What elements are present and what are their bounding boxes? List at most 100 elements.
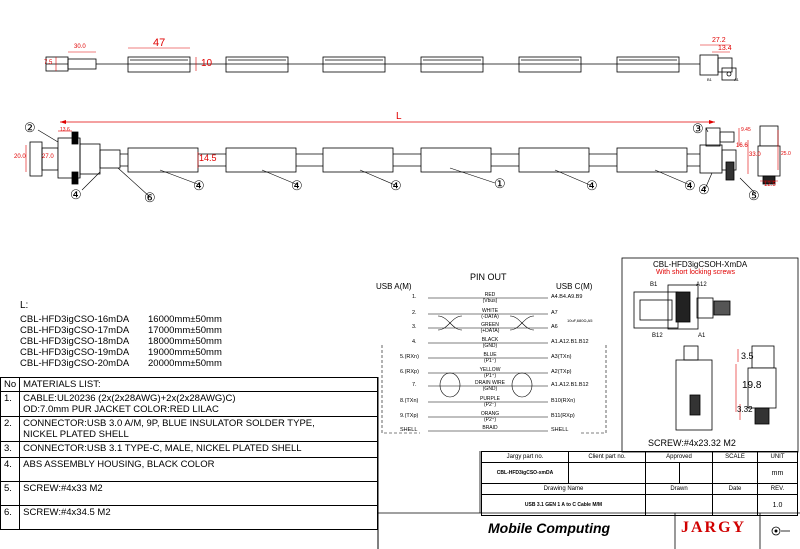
dim-c-h1: 16.6 (736, 143, 748, 149)
dim-c-width: 27.2 (712, 37, 726, 44)
length-value: 16000mm±50mm (148, 314, 222, 325)
tb-rev-value: 1.0 (757, 494, 798, 516)
top-segment (322, 56, 386, 73)
pin-left: SHELL (400, 427, 418, 433)
materials-text: CONNECTOR:USB 3.1 TYPE-C, MALE, NICKEL P… (19, 441, 378, 458)
materials-row: 3.CONNECTOR:USB 3.1 TYPE-C, MALE, NICKEL… (0, 441, 378, 458)
pin-left: 7. (412, 382, 417, 388)
cable-segment (616, 147, 688, 173)
materials-no: 1. (0, 391, 21, 417)
pin-right: B10(RXn) (551, 398, 576, 404)
tb-unit-value: mm (757, 462, 798, 484)
pin-left: 3. (412, 324, 417, 330)
detail-connector-side (675, 345, 777, 431)
callout-4a: ④ (70, 187, 82, 202)
materials-table: No MATERIALS LIST: 1.CABLE:UL20236 (2x(2… (0, 377, 378, 530)
cable-segment (420, 147, 492, 173)
top-segment (616, 56, 680, 73)
callout-4g: ④ (698, 182, 710, 197)
materials-header-title: MATERIALS LIST: (19, 377, 378, 392)
tb-date-value (712, 494, 758, 516)
tb-date-label: Date (712, 483, 758, 495)
materials-text: CABLE:UL20236 (2x(2x28AWG)+2x(2x28AWG)C)… (19, 391, 378, 417)
cable-segment (225, 147, 297, 173)
pinout-left-head: USB A(M) (376, 282, 412, 291)
length-value: 18000mm±50mm (148, 336, 222, 347)
materials-row: 2.CONNECTOR:USB 3.0 A/M, 9P, BLUE INSULA… (0, 416, 378, 442)
detail-b1: B1 (650, 282, 658, 288)
materials-no: 3. (0, 441, 21, 458)
callout-4b: ④ (193, 178, 205, 193)
callout-5: ⑤ (748, 188, 760, 203)
tb-drawing-name-label: Drawing Name (481, 483, 646, 495)
title-block: Jargy part no. Client part no. Approved … (481, 451, 798, 516)
materials-no: 4. (0, 457, 21, 482)
usb-c-connector (699, 127, 737, 181)
top-plug (45, 56, 97, 72)
pinout-right-head: USB C(M) (556, 282, 593, 291)
pin-signal: WHITE (-DATA) (481, 308, 499, 320)
materials-header-row: No MATERIALS LIST: (0, 377, 378, 392)
usb-a-connector (29, 131, 121, 185)
detail-dim-2: 19.8 (742, 380, 762, 391)
pin-left: 5.(RXn) (400, 354, 419, 360)
length-part-number: CBL-HFD3igCSO-18mDA (20, 336, 130, 347)
dim-a-width: 13.6 (60, 127, 70, 133)
detail-b12: B12 (652, 333, 663, 339)
pin-signal: BLUE (P1⁻) (483, 352, 497, 364)
callout-3: ③ (692, 121, 704, 136)
cable-segment (322, 147, 394, 173)
callout-2: ② (24, 120, 36, 135)
pin-right: A7 (551, 310, 558, 316)
pin-right: A1.A12.B1.B12 (551, 382, 589, 388)
dim-c-top: 9.45 (741, 127, 751, 133)
tb-drawing-name-value: USB 3.1 GEN 1 A to C Cable M/M (481, 494, 646, 516)
length-part-number: CBL-HFD3igCSO-17mDA (20, 325, 130, 336)
dim-plug-height: 7.5 (44, 60, 53, 66)
materials-row: 5.SCREW:#4x33 M2 (0, 481, 378, 506)
callout-1: ① (494, 176, 506, 191)
dim-a-height2: 27.0 (42, 154, 54, 160)
pin-left: 1. (412, 294, 417, 300)
detail-screw: SCREW:#4x23.32 M2 (648, 438, 736, 448)
dim-c-side: 25.0 (781, 151, 791, 157)
dim-total-length: L (396, 111, 402, 122)
dim-c-h2: 33.0 (749, 152, 761, 158)
pin-signal: YELLOW (P1⁺) (479, 367, 501, 379)
detail-subtitle: With short locking screws (656, 269, 735, 276)
materials-no: 2. (0, 416, 21, 442)
tb-rev-label: REV. (757, 483, 798, 495)
detail-a12: A12 (696, 282, 707, 288)
tb-unit-label: UNIT (757, 451, 798, 463)
pin-right: B11(RXp) (551, 413, 575, 419)
pinout-note: 10uF,680Ω,A5 (567, 318, 593, 323)
callout-6: ⑥ (144, 190, 156, 205)
length-part-number: CBL-HFD3igCSO-20mDA (20, 358, 130, 369)
top-segment (225, 56, 289, 73)
pin-signal: GREEN (+DATA) (480, 322, 500, 334)
detail-connector-top (633, 284, 731, 330)
materials-no: 5. (0, 481, 21, 506)
pin-signal: RED (Vbus) (482, 292, 498, 304)
detail-dim-3: 3.32 (737, 405, 753, 414)
top-segments (127, 56, 680, 73)
dim-a-height1: 20.0 (14, 154, 26, 160)
callout-4e: ④ (586, 178, 598, 193)
cable-segment (518, 147, 590, 173)
materials-row: 4.ABS ASSEMBLY HOUSING, BLACK COLOR (0, 457, 378, 482)
pin-signal: BLACK (GND) (481, 337, 499, 349)
pin-right: SHELL (551, 427, 569, 433)
tb-approved-a (645, 462, 680, 484)
tb-client-pn-label: Client part no. (568, 451, 646, 463)
length-value: 17000mm±50mm (148, 325, 222, 336)
pin-left: 4. (412, 339, 417, 345)
length-value: 20000mm±50mm (148, 358, 222, 369)
tb-scale-label: SCALE (712, 451, 758, 463)
tb-pn-value: CBL-HFD3igCSO-xmDA (481, 462, 569, 484)
lengths-heading: L: (20, 300, 29, 311)
materials-text: SCREW:#4x34.5 M2 (19, 505, 378, 530)
pin-signal: ORANG (P2⁺) (480, 411, 500, 423)
length-value: 19000mm±50mm (148, 347, 222, 358)
pin-signal: PURPLE (P2⁻) (479, 396, 500, 408)
